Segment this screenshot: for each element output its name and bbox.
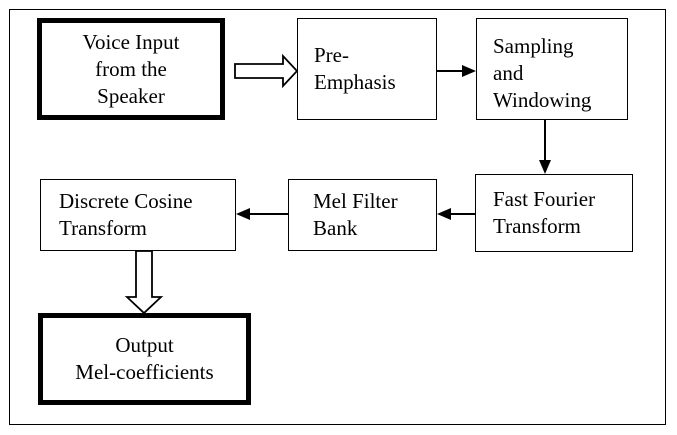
node-output-label: Output Mel-coefficients — [75, 333, 214, 384]
node-pre-emphasis-label: Pre- Emphasis — [314, 43, 396, 94]
node-dct-label: Discrete Cosine Transform — [59, 189, 193, 240]
node-dct: Discrete Cosine Transform — [40, 179, 236, 251]
node-voice-input: Voice Input from the Speaker — [37, 18, 225, 120]
node-fft: Fast Fourier Transform — [475, 174, 633, 252]
node-sampling-windowing: Sampling and Windowing — [476, 18, 628, 120]
node-output: Output Mel-coefficients — [38, 313, 251, 405]
arrow-preemphasis-to-sampling — [437, 65, 476, 77]
node-mel-filter-bank: Mel Filter Bank — [288, 179, 437, 251]
diagram-frame — [9, 9, 666, 425]
arrow-sampling-to-fft — [539, 120, 551, 174]
arrow-voice-to-preemphasis — [234, 53, 299, 89]
arrow-melfilter-to-dct — [236, 208, 288, 220]
node-pre-emphasis: Pre- Emphasis — [297, 18, 437, 120]
node-fft-label: Fast Fourier Transform — [493, 187, 596, 238]
node-voice-input-label: Voice Input from the Speaker — [82, 29, 180, 108]
arrow-fft-to-melfilter — [437, 208, 475, 220]
arrow-dct-to-output — [124, 250, 164, 315]
node-sampling-windowing-label: Sampling and Windowing — [493, 34, 592, 112]
node-mel-filter-bank-label: Mel Filter Bank — [313, 189, 398, 240]
